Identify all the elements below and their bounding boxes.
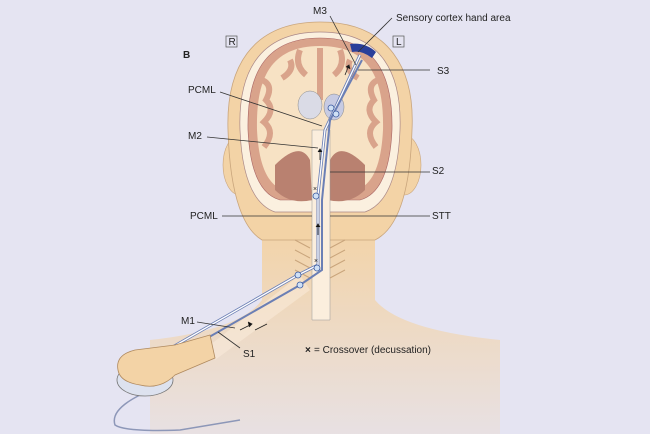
left-side-box [392,35,405,48]
label-pcml-lower: PCML [190,211,218,222]
label-sensory-cortex: Sensory cortex hand area [396,13,511,24]
gyri [259,48,381,149]
label-pcml-upper: PCML [188,85,216,96]
arm [210,275,310,360]
crossover-markers: ×× [313,186,318,265]
svg-text:×: × [314,258,318,265]
mouse-cable [113,394,241,432]
synapse-markers [294,104,340,289]
label-m3: M3 [313,6,327,17]
label-stt: STT [432,211,451,222]
label-m1: M1 [181,316,195,327]
cerebellum-left [328,151,365,202]
leader-lines [196,15,430,349]
right-side-marker: R [229,37,236,48]
left-side-marker: L [396,37,402,48]
panel-label: B [183,50,190,61]
cerebellum-right [275,151,312,202]
label-s1: S1 [243,349,256,360]
thalamus-right [297,90,323,120]
motor-pathway [154,59,363,369]
label-s2: S2 [432,166,445,177]
legend-crossover-symbol: × [305,345,311,356]
svg-text:×: × [313,186,317,193]
neck-shoulders [150,225,500,434]
white-matter [256,46,384,190]
legend-crossover-text: = Crossover (decussation) [314,345,431,356]
hand [117,334,216,387]
label-m2: M2 [188,131,202,142]
sensory-cortex-hand-area [350,43,376,58]
direction-arrows [239,64,351,331]
right-side-box [225,35,238,48]
label-s3: S3 [437,66,450,77]
